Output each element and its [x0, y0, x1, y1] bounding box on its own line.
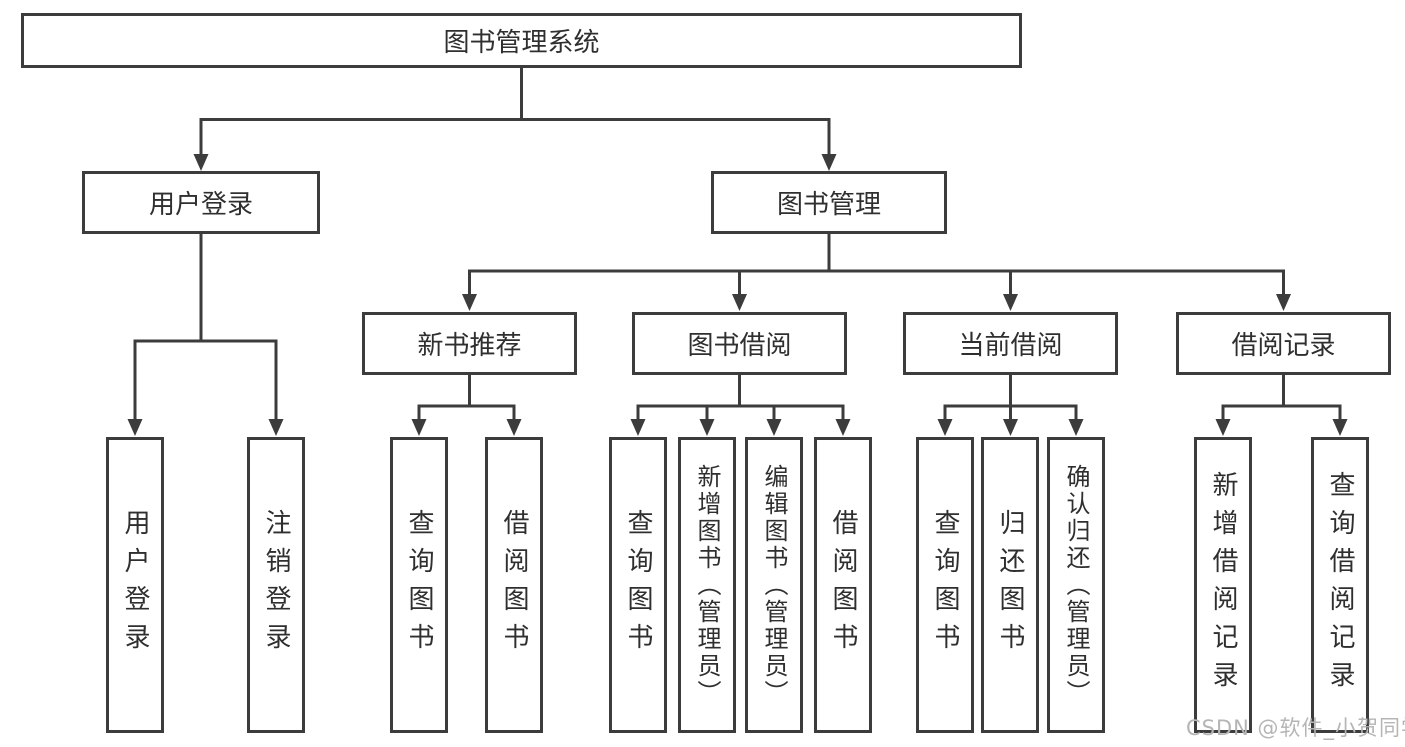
connector-book-mgmt-children	[462, 232, 1291, 311]
connector-current-borrow-children	[937, 373, 1084, 436]
node-leaf-query-books-1: 查询图书	[390, 437, 448, 733]
connector-root-to-level2	[193, 65, 837, 171]
node-leaf-user-login: 用户登录	[106, 437, 164, 733]
node-current-borrowing: 当前借阅	[903, 312, 1118, 375]
node-leaf-query-books-3: 查询图书	[916, 437, 974, 733]
node-book-management: 图书管理	[711, 171, 947, 234]
connector-user-login-children	[127, 232, 284, 436]
csdn-watermark: CSDN @软件_小贺同学	[1186, 716, 1405, 740]
connector-new-book-rec-children	[411, 373, 522, 436]
node-leaf-confirm-return-admin: 确认归还（管理员）	[1047, 437, 1105, 733]
node-book-borrowing: 图书借阅	[632, 312, 847, 375]
node-root-system: 图书管理系统	[21, 13, 1022, 68]
connector-book-borrow-children	[630, 373, 851, 436]
node-leaf-edit-books-admin: 编辑图书（管理员）	[745, 437, 803, 733]
node-leaf-return-books: 归还图书	[981, 437, 1039, 733]
node-leaf-query-borrow-record: 查询借阅记录	[1311, 437, 1369, 733]
node-borrowing-records: 借阅记录	[1176, 312, 1391, 375]
node-leaf-add-books-admin: 新增图书（管理员）	[678, 437, 736, 733]
node-leaf-logout: 注销登录	[247, 437, 305, 733]
node-leaf-add-borrow-record: 新增借阅记录	[1194, 437, 1252, 733]
connector-borrow-record-children	[1215, 373, 1348, 436]
node-new-book-recommend: 新书推荐	[362, 312, 577, 375]
node-leaf-borrow-books-1: 借阅图书	[485, 437, 543, 733]
node-leaf-query-books-2: 查询图书	[609, 437, 667, 733]
node-user-login-group: 用户登录	[82, 171, 320, 234]
node-leaf-borrow-books-2: 借阅图书	[814, 437, 872, 733]
